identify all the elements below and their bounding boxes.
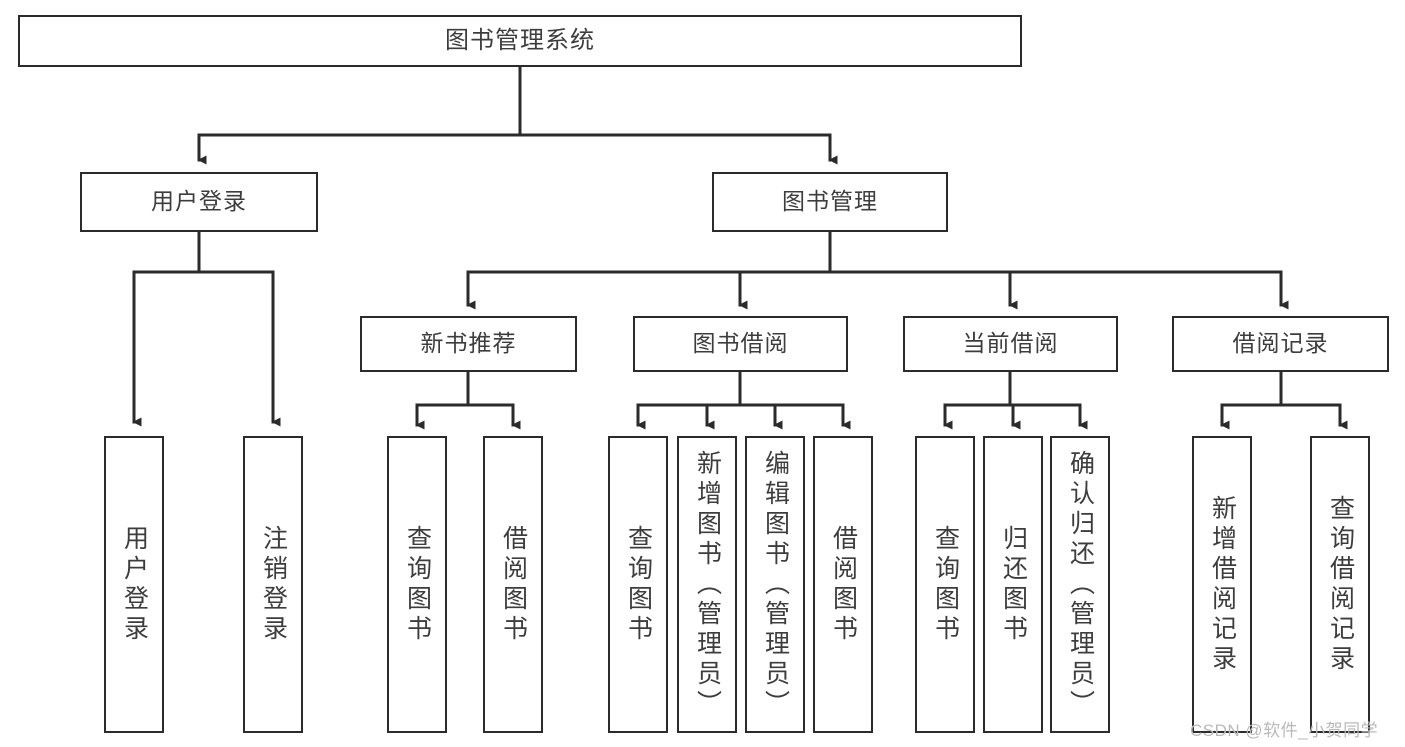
node-label: 借阅记录: [1232, 330, 1329, 357]
node-label: 图书管理: [782, 188, 878, 215]
leaf-record-query-record[interactable]: 查询借阅记录: [1310, 436, 1370, 733]
node-label: 编辑图书（管理员）: [761, 449, 790, 720]
node-label: 注销登录: [259, 524, 288, 645]
leaf-user-login-logout[interactable]: 注销登录: [243, 436, 303, 733]
node-label: 借阅图书: [499, 524, 528, 645]
leaf-user-login-login[interactable]: 用户登录: [104, 436, 164, 733]
node-label: 查询图书: [624, 524, 653, 645]
leaf-current-confirm-return[interactable]: 确认归还（管理员）: [1050, 436, 1110, 733]
leaf-record-add-record[interactable]: 新增借阅记录: [1192, 436, 1252, 733]
node-book-borrow[interactable]: 图书借阅: [633, 316, 848, 372]
node-label: 归还图书: [999, 524, 1028, 645]
node-root-system[interactable]: 图书管理系统: [18, 15, 1022, 67]
leaf-recommend-borrow-book[interactable]: 借阅图书: [483, 436, 543, 733]
node-label: 查询借阅记录: [1326, 494, 1355, 675]
node-label: 新增借阅记录: [1208, 494, 1237, 675]
leaf-borrow-add-book[interactable]: 新增图书（管理员）: [677, 436, 737, 733]
leaf-borrow-query-book[interactable]: 查询图书: [608, 436, 668, 733]
leaf-current-query-book[interactable]: 查询图书: [915, 436, 975, 733]
leaf-borrow-borrow-book[interactable]: 借阅图书: [813, 436, 873, 733]
node-book-management[interactable]: 图书管理: [712, 172, 948, 232]
node-label: 借阅图书: [829, 524, 858, 645]
node-label: 查询图书: [931, 524, 960, 645]
csdn-watermark: CSDN @软件_小贺同学: [1190, 721, 1379, 740]
node-label: 确认归还（管理员）: [1066, 449, 1095, 720]
node-label: 新增图书（管理员）: [693, 449, 722, 720]
node-current-borrow[interactable]: 当前借阅: [903, 316, 1118, 372]
node-label: 图书管理系统: [445, 26, 595, 54]
node-borrow-record[interactable]: 借阅记录: [1172, 316, 1389, 372]
leaf-borrow-edit-book[interactable]: 编辑图书（管理员）: [745, 436, 805, 733]
node-label: 查询图书: [403, 524, 432, 645]
node-label: 图书借阅: [692, 330, 789, 357]
node-label: 用户登录: [151, 188, 247, 215]
node-label: 用户登录: [120, 524, 149, 645]
node-user-login[interactable]: 用户登录: [80, 172, 318, 232]
leaf-current-return-book[interactable]: 归还图书: [983, 436, 1043, 733]
node-label: 新书推荐: [420, 330, 517, 357]
node-new-book-recommend[interactable]: 新书推荐: [360, 316, 577, 372]
leaf-recommend-query-book[interactable]: 查询图书: [387, 436, 447, 733]
node-label: 当前借阅: [962, 330, 1059, 357]
